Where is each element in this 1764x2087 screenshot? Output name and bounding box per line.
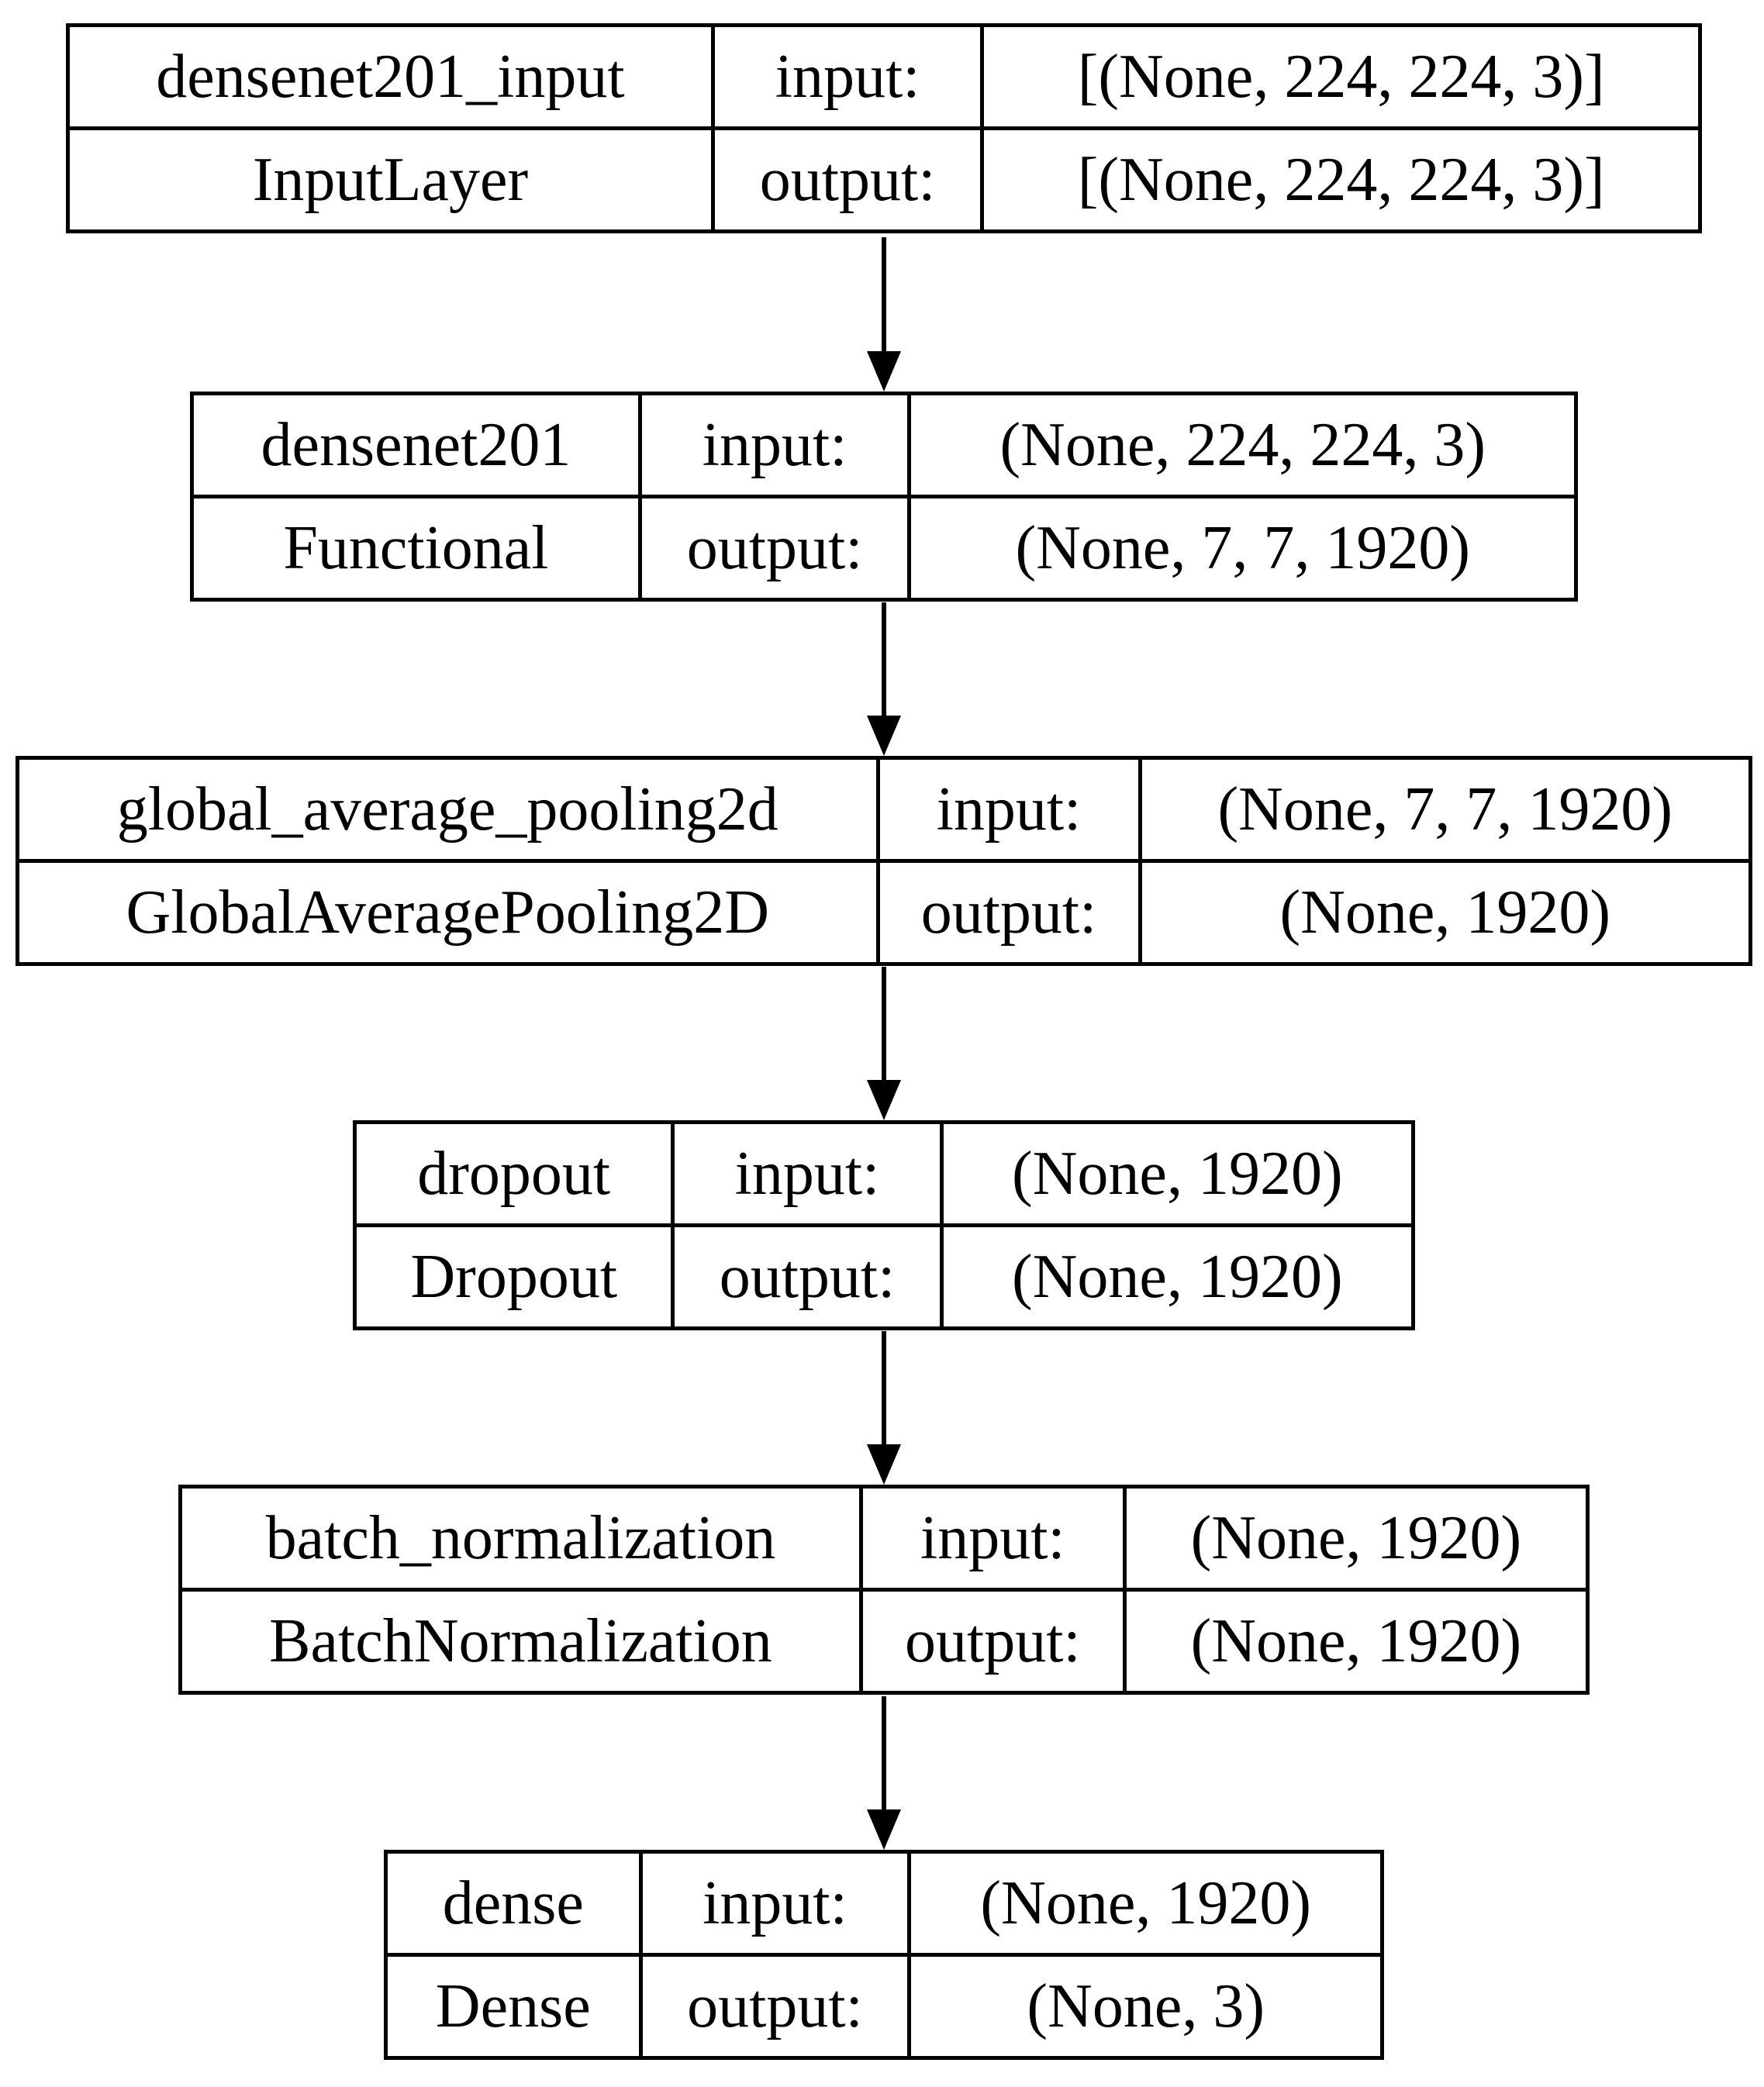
input-label: input: [671, 1120, 944, 1227]
layer-type: InputLayer [66, 126, 715, 233]
node-dropout: dropout input: (None, 1920) Dropout outp… [352, 1120, 1416, 1330]
output-label: output: [638, 1953, 912, 2060]
output-shape: [(None, 224, 224, 3)] [980, 126, 1702, 233]
arrow-shaft [882, 1696, 886, 1809]
arrow-head-icon [867, 351, 901, 392]
layer-name: batch_normalization [178, 1485, 863, 1592]
layer-type: GlobalAveragePooling2D [16, 859, 880, 966]
output-shape: (None, 1920) [1122, 1588, 1590, 1695]
layer-record-table: densenet201_input input: [(None, 224, 22… [66, 23, 1702, 233]
output-label: output: [875, 859, 1142, 966]
layer-type: Dense [384, 1953, 643, 2060]
arrow-shaft [882, 237, 886, 351]
node-densenet201-input: densenet201_input input: [(None, 224, 22… [66, 23, 1702, 233]
layer-name: dropout [352, 1120, 675, 1227]
layer-record-table: global_average_pooling2d input: (None, 7… [16, 756, 1753, 966]
layer-name: dense [384, 1850, 643, 1957]
output-shape: (None, 1920) [939, 1223, 1416, 1330]
layer-record-table: dropout input: (None, 1920) Dropout outp… [352, 1120, 1416, 1330]
layer-name: densenet201_input [66, 23, 715, 130]
flow-arrow [867, 1696, 901, 1850]
layer-record-table: batch_normalization input: (None, 1920) … [178, 1485, 1590, 1695]
input-shape: (None, 1920) [1122, 1485, 1590, 1592]
input-shape: (None, 1920) [907, 1850, 1384, 1957]
flow-arrow [867, 237, 901, 392]
output-shape: (None, 1920) [1137, 859, 1753, 966]
input-shape: [(None, 224, 224, 3)] [980, 23, 1702, 130]
output-label: output: [637, 495, 912, 602]
arrow-head-icon [867, 1809, 901, 1850]
layer-name: densenet201 [190, 392, 642, 498]
node-dense: dense input: (None, 1920) Dense output: … [384, 1850, 1384, 2060]
input-shape: (None, 7, 7, 1920) [1137, 756, 1753, 863]
arrow-shaft [882, 1331, 886, 1444]
arrow-head-icon [867, 1080, 901, 1120]
input-label: input: [710, 23, 985, 130]
arrow-shaft [882, 602, 886, 716]
output-label: output: [710, 126, 985, 233]
arrow-head-icon [867, 1444, 901, 1485]
arrow-head-icon [867, 716, 901, 756]
arrow-shaft [882, 967, 886, 1080]
output-label: output: [858, 1588, 1127, 1695]
input-shape: (None, 224, 224, 3) [907, 392, 1578, 498]
input-label: input: [875, 756, 1142, 863]
input-label: input: [638, 1850, 912, 1957]
layer-record-table: dense input: (None, 1920) Dense output: … [384, 1850, 1384, 2060]
layer-type: Functional [190, 495, 642, 602]
node-global-average-pooling2d: global_average_pooling2d input: (None, 7… [16, 756, 1753, 966]
output-shape: (None, 7, 7, 1920) [907, 495, 1578, 602]
input-shape: (None, 1920) [939, 1120, 1416, 1227]
node-batch-normalization: batch_normalization input: (None, 1920) … [178, 1485, 1590, 1695]
layer-type: BatchNormalization [178, 1588, 863, 1695]
input-label: input: [858, 1485, 1127, 1592]
output-shape: (None, 3) [907, 1953, 1384, 2060]
layer-type: Dropout [352, 1223, 675, 1330]
layer-record-table: densenet201 input: (None, 224, 224, 3) F… [190, 392, 1578, 602]
flow-arrow [867, 967, 901, 1120]
output-label: output: [671, 1223, 944, 1330]
node-densenet201: densenet201 input: (None, 224, 224, 3) F… [190, 392, 1578, 602]
layer-name: global_average_pooling2d [16, 756, 880, 863]
flow-arrow [867, 602, 901, 756]
flow-arrow [867, 1331, 901, 1485]
input-label: input: [637, 392, 912, 498]
